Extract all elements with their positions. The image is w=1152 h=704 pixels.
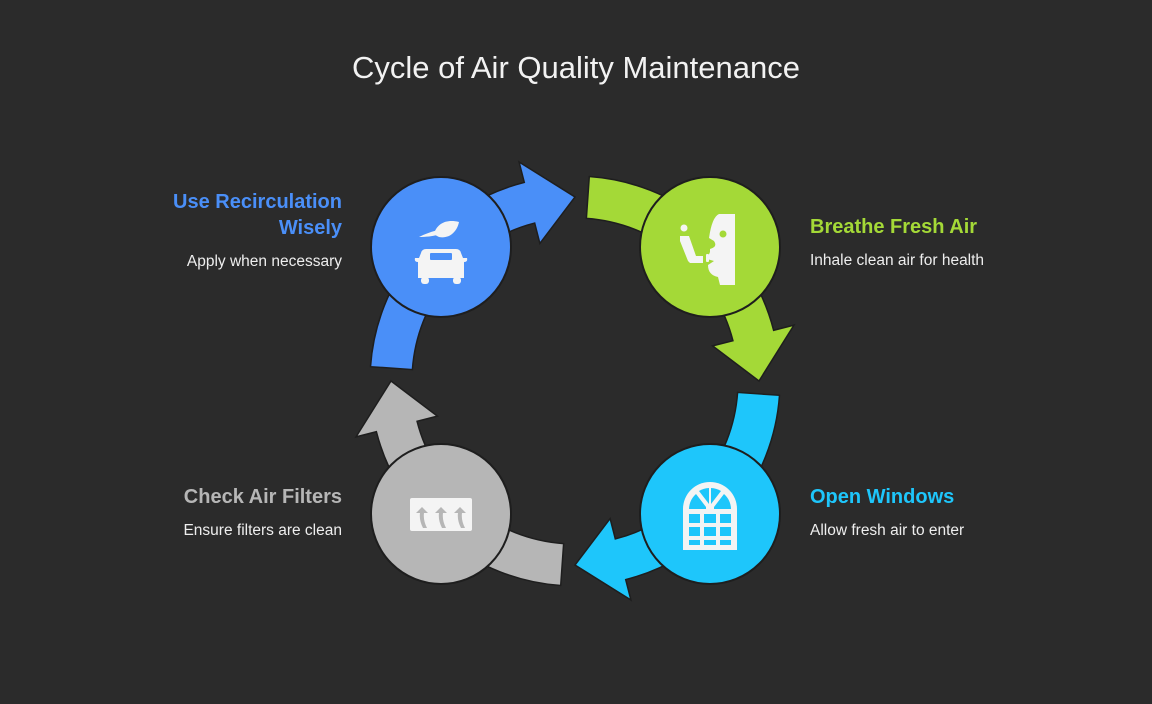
air-vent-filter-icon [410,498,472,531]
step-heading-breathe: Breathe Fresh Air [810,216,978,238]
step-description-recirculation: Apply when necessary [186,253,342,270]
step-heading-line2: Wisely [278,217,342,239]
step-heading-recirculation: Use Recirculation Wisely [82,189,342,241]
step-heading-filters: Check Air Filters [183,486,342,508]
cycle-nodes [370,176,781,585]
car-leaf-icon [414,221,468,284]
step-label-filters: Check Air Filters Ensure filters are cle… [82,484,342,540]
step-node-recirculation [370,176,512,318]
step-label-recirculation: Use Recirculation Wisely Apply when nece… [82,189,342,271]
step-description-filters: Ensure filters are clean [183,522,342,539]
step-circle-recirculation [370,176,512,318]
step-description-breathe: Inhale clean air for health [810,252,985,269]
diagram-title: Cycle of Air Quality Maintenance [352,50,800,85]
step-circle-breathe [639,176,781,318]
step-description-windows: Allow fresh air to enter [810,522,965,539]
step-label-breathe: Breathe Fresh Air Inhale clean air for h… [810,214,1070,270]
inhaler-face-icon [680,214,735,285]
step-node-windows [639,443,781,585]
step-heading-line1: Use Recirculation [173,191,342,213]
step-heading-windows: Open Windows [810,486,955,508]
step-node-filters [370,443,512,585]
step-node-breathe [639,176,781,318]
arched-window-icon [683,482,737,550]
step-label-windows: Open Windows Allow fresh air to enter [810,484,1070,540]
